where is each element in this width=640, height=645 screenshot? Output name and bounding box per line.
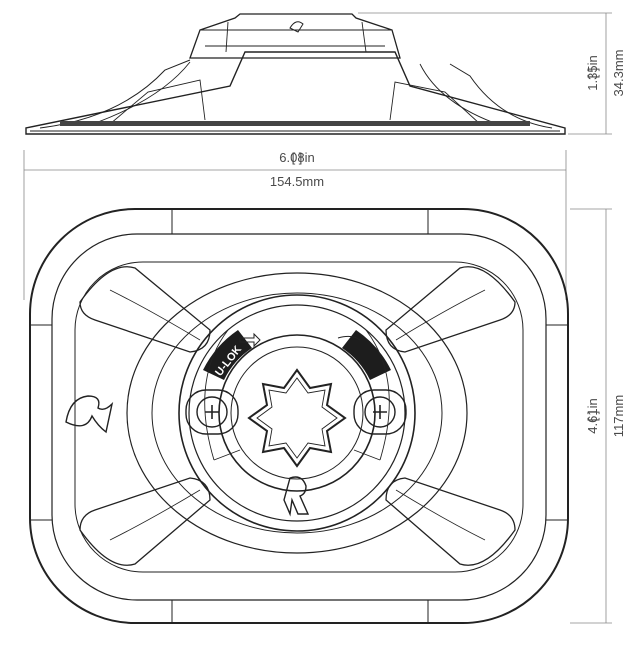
side-view-logo-mark-icon — [289, 21, 304, 33]
lock-ring-core — [230, 346, 364, 480]
ring-arc-right — [365, 329, 390, 461]
side-view-inner-ridge-right — [419, 63, 501, 126]
screw-right-head — [364, 396, 396, 428]
side-view-slope-right — [449, 63, 553, 129]
side-view-inner-ridge-left — [89, 61, 191, 126]
depth-inch-bracket: [ ] — [585, 411, 600, 422]
ring-notch-left — [213, 449, 241, 461]
screw-right-housing — [353, 389, 407, 435]
screw-left-housing — [185, 389, 239, 435]
arm-ridge-tl — [109, 289, 201, 341]
ring-arc-left — [204, 329, 229, 461]
lock-slot-right — [337, 335, 361, 341]
top-view-mid-plate — [74, 261, 524, 573]
height-inch-label: 1.35in — [585, 55, 600, 90]
top-view-dome-mid — [151, 292, 443, 534]
top-view-outer-flange — [29, 208, 569, 624]
lock-ring-mid — [188, 304, 406, 522]
height-dimension: [ ] 1.35in 34.3mm — [358, 12, 626, 135]
side-view-base-flange — [25, 51, 566, 135]
lock-ring-outer — [178, 294, 416, 532]
side-view-dome-post-left — [225, 21, 229, 53]
ring-notch-right — [353, 449, 381, 461]
side-view-center-dome — [189, 13, 401, 59]
screw-left-head — [196, 396, 228, 428]
arm-ridge-tr — [395, 289, 486, 341]
logo-mark-bottom-icon — [283, 476, 310, 517]
screw-left-phillips-icon — [205, 405, 219, 419]
side-view — [25, 13, 566, 135]
arm-top-left — [79, 266, 211, 353]
side-view-slope-left — [39, 59, 191, 129]
top-view-dome-base — [126, 272, 468, 554]
width-inch-label: 6.08in — [279, 150, 314, 165]
top-view: U-LOK — [29, 208, 569, 624]
depth-mm-label: 117mm — [611, 395, 626, 437]
screw-right — [353, 389, 407, 435]
lock-arrow-icon — [239, 332, 261, 348]
arm-bottom-left — [79, 477, 211, 566]
arm-ridge-bl — [109, 489, 201, 541]
side-view-rib-left — [109, 79, 206, 125]
arm-top-right — [385, 266, 516, 353]
width-mm-label: 154.5mm — [270, 174, 324, 189]
side-view-base-band — [60, 121, 530, 126]
lock-band-right — [342, 330, 391, 380]
height-inch-bracket: [ ] — [585, 68, 600, 79]
width-dimension: [ ] 6.08in 154.5mm — [23, 150, 567, 300]
side-view-dome-post-right — [361, 21, 367, 53]
depth-dimension: [ ] 4.61in 117mm — [570, 208, 626, 624]
screw-left — [185, 389, 239, 435]
depth-inch-label: 4.61in — [585, 398, 600, 433]
arm-ridge-br — [395, 489, 486, 541]
star-socket — [247, 368, 347, 468]
top-view-inner-flange — [51, 233, 547, 601]
lock-ring-inner — [218, 334, 376, 492]
logo-mark-left-icon — [65, 395, 114, 434]
screw-right-phillips-icon — [373, 405, 387, 419]
star-socket-inner — [256, 377, 338, 459]
width-inch-bracket: [ ] — [292, 150, 303, 165]
side-view-rib-right — [389, 81, 481, 125]
height-mm-label: 34.3mm — [611, 50, 626, 97]
